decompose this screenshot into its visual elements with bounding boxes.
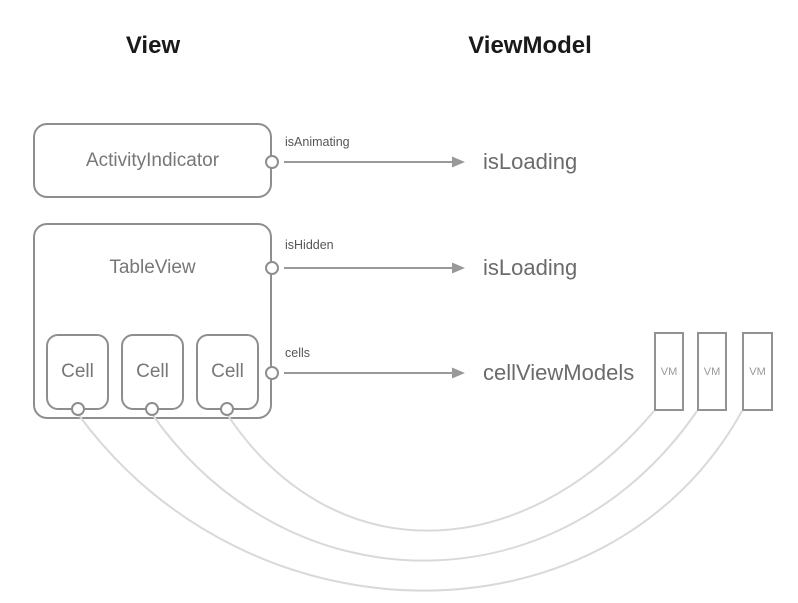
cell-label-2: Cell: [136, 361, 169, 382]
vm-label-1: VM: [660, 365, 678, 378]
cell-label-1: Cell: [61, 361, 94, 382]
vm-node-1: VM: [654, 332, 684, 411]
activity-indicator-node: ActivityIndicator: [33, 123, 272, 198]
curve-cell2-to-vm2: [151, 410, 698, 562]
cell-to-vm-curves: [77, 410, 743, 592]
table-view-label: TableView: [109, 257, 196, 278]
binding-arrows: [284, 161, 452, 374]
cell-node-2: Cell: [121, 334, 184, 410]
viewmodel-property-cellviewmodels: cellViewModels: [483, 360, 635, 385]
view-column-header: View: [125, 32, 181, 59]
cell-node-1: Cell: [46, 334, 109, 410]
curve-cell1-to-vm3: [77, 410, 743, 592]
arrowhead-cells: [452, 367, 465, 379]
vm-label-3: VM: [749, 365, 766, 378]
curve-cell3-to-vm1: [226, 410, 655, 532]
viewmodel-column-header: ViewModel: [468, 32, 592, 59]
binding-property-ishidden: isHidden: [285, 238, 334, 252]
cell-node-3: Cell: [196, 334, 259, 410]
vm-node-3: VM: [742, 332, 773, 411]
activity-indicator-label: ActivityIndicator: [85, 149, 220, 171]
arrowhead-isanimating: [452, 156, 465, 168]
cell-label-3: Cell: [211, 361, 244, 382]
vm-node-2: VM: [697, 332, 727, 411]
viewmodel-property-isloading-2: isLoading: [483, 255, 578, 280]
arrowhead-ishidden: [452, 262, 465, 274]
binding-property-isanimating: isAnimating: [285, 135, 350, 149]
viewmodel-property-isloading-1: isLoading: [483, 149, 578, 174]
arrowheads: [452, 156, 465, 379]
binding-property-cells: cells: [285, 346, 311, 360]
vm-label-2: VM: [703, 365, 721, 378]
